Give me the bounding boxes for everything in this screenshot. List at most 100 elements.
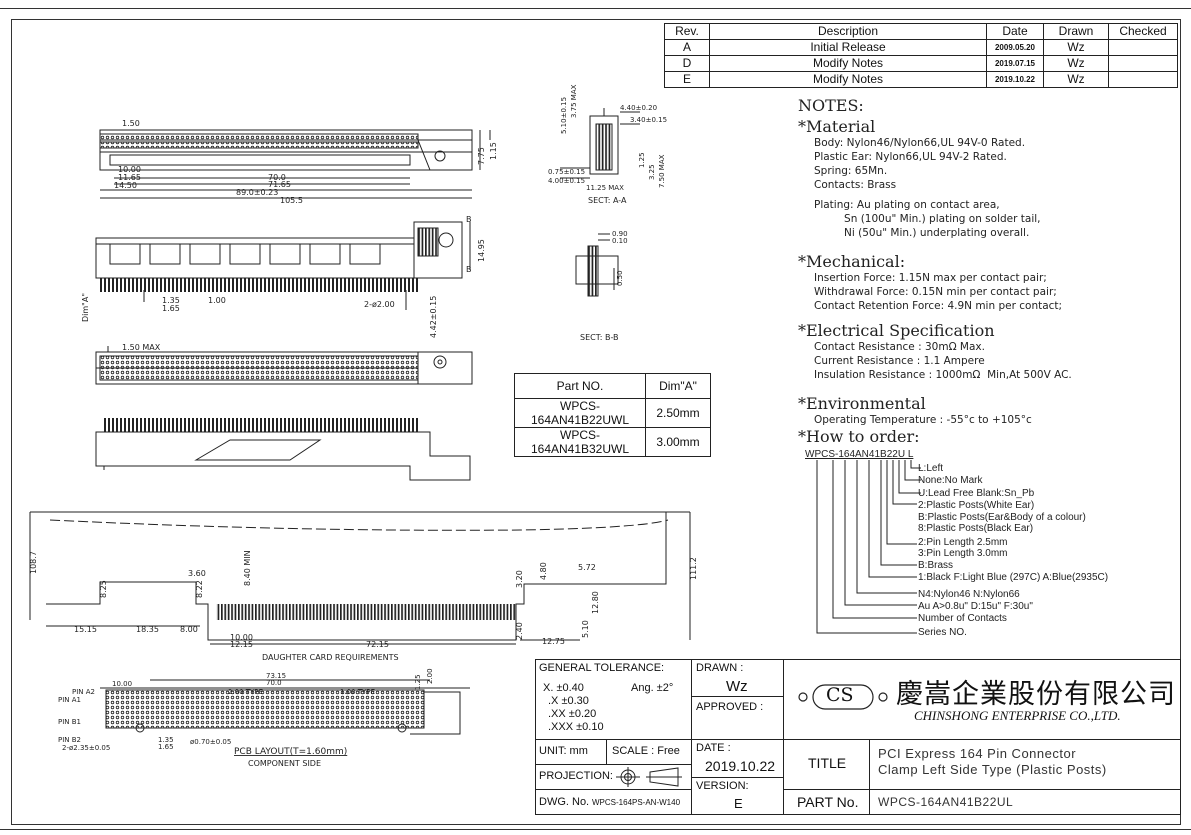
dim-label: 8.22 [195,580,204,598]
note-line: Current Resistance : 1.1 Ampere [814,355,985,367]
view-front [95,221,471,310]
title-line-1: PCI Express 164 Pin Connector [878,746,1077,761]
part-dimension-table: Part NO. Dim"A" WPCS-164AN41B22UWL 2.50m… [514,373,711,457]
order-item: U:Lead Free Blank:Sn_Pb [918,488,1035,499]
dim-label: 3.20 [515,570,524,588]
top-view-contacts-row1 [99,133,419,141]
dim-label: 4.42±0.15 [429,296,438,338]
tolerance-label: GENERAL TOLERANCE: [539,662,665,674]
dim-label: 73.15 [266,672,286,680]
order-item: N4:Nylon46 N:Nylon66 [918,589,1020,600]
dim-label: 3.25 [648,164,656,180]
dim-label: 71.65 [268,180,291,189]
note-line: Contacts: Brass [814,179,897,191]
dim-label: 4.40±0.20 [620,104,657,112]
top-view-contacts-row2 [99,141,419,149]
part-no-value-cell [869,789,1181,815]
section-bb [575,233,619,297]
checked-header: Checked [1108,23,1178,40]
description-cell: Modify Notes [709,55,987,72]
dim-cell: 2.50mm [645,398,711,428]
part-no-label: PART No. [797,794,859,810]
order-item: 3:Pin Length 3.0mm [918,548,1008,559]
dim-label: 0.90 [612,230,628,238]
dim-label: 2.00 [426,668,434,684]
drawing-caption: COMPONENT SIDE [248,759,321,768]
dim-label: B [466,215,472,224]
drawing-caption: PCB LAYOUT(T=1.60mm) [234,747,347,757]
revision-row: D Modify Notes 2019.07.15 Wz [664,55,1178,72]
dim-label: 111.2 [689,557,698,580]
dim-label: 10.00 [112,680,132,688]
mechanical-heading: *Mechanical: [798,252,906,271]
dim-cell: 3.00mm [645,427,711,457]
section-label: SECT: A-A [588,196,627,205]
revision-table: Rev. Description Date Drawn Checked A In… [664,23,1178,88]
view-plan [95,346,473,385]
dim-label: 72.15 [366,640,389,649]
dim-label: 1.35 [158,736,174,744]
unit-label: UNIT: mm [539,745,588,757]
dim-label: 1.00 [208,296,226,305]
projection-symbol-icon [616,767,682,787]
tolerance-xx: .X ±0.30 [548,695,589,707]
dim-label: 3.60 [188,569,206,578]
bottom-border-line [0,829,1191,830]
part-no-cell: WPCS-164AN41B32UWL [514,427,646,457]
dim-label: 8.40 MIN [243,550,252,586]
company-name-chinese: 慶嵩企業股份有限公司 [896,679,1176,710]
drawing-caption: DAUGHTER CARD REQUIREMENTS [262,653,399,662]
note-line: Operating Temperature : -55°c to +105°c [814,414,1032,426]
notes-panel: NOTES: *Material Body: Nylon46/Nylon66,U… [798,96,1178,446]
note-line: Contact Resistance : 30mΩ Max. [814,341,985,353]
dim-label: 4.80 [539,562,548,580]
dim-label: 7.75 [477,147,486,165]
revision-row: E Modify Notes 2019.10.22 Wz [664,71,1178,88]
version-label: VERSION: [696,780,749,792]
note-line: Ni (50u" Min.) underplating overall. [814,227,1030,239]
note-line: Insertion Force: 1.15N max per contact p… [814,272,1047,284]
projection-label: PROJECTION: [539,770,613,782]
order-heading: *How to order: [798,427,920,446]
material-heading: *Material [798,117,876,136]
version-value: E [734,796,743,811]
notes-title: NOTES: [798,96,864,115]
dim-label: 2-ø2.35±0.05 [62,744,110,752]
order-code: WPCS-164AN41B22U L [805,449,914,460]
order-item: B:Plastic Posts(Ear&Body of a colour) [918,512,1086,523]
daughter-card-view [29,511,691,645]
order-item: Au A>0.8u" D:15u" F:30u" [918,601,1033,612]
order-item: B:Brass [918,560,954,571]
pin-label: PIN A1 [58,696,81,704]
dim-label: 8.25 [99,580,108,598]
checked-cell [1108,55,1178,72]
pin-label: PIN A2 [72,688,95,696]
date-cell: 2019.10.22 [986,71,1044,88]
order-item: 2:Pin Length 2.5mm [918,537,1008,548]
title-line-2: Clamp Left Side Type (Plastic Posts) [878,762,1107,777]
dim-label: ø0.70±0.05 [190,738,231,746]
company-name-english: CHINSHONG ENTERPRISE CO.,LTD. [914,708,1121,723]
dim-label: 0.10 [612,237,628,245]
dim-label: 10.00 [118,165,141,174]
dim-label: 89.0±0.23 [236,188,278,197]
dim-label: 4.00±0.15 [548,177,585,185]
dim-label: 14.50 [114,181,137,190]
description-header: Description [709,23,987,40]
dim-label: 11.25 MAX [586,184,624,192]
dim-label: 70.0 [268,173,286,182]
dim-label: 0.75±0.15 [548,168,585,176]
dim-label: 1.65 [162,304,180,313]
part-row: WPCS-164AN41B22UWL 2.50mm [514,398,711,428]
date-value: 2019.10.22 [705,758,776,774]
note-line: Sn (100u" Min.) plating on solder tail, [814,213,1041,225]
dim-label: 1.65 [158,743,174,751]
note-line: Insulation Resistance : 1000mΩ Min,At 50… [814,369,1072,381]
section-label: SECT: B-B [580,333,619,342]
tolerance-xxx: .XX ±0.20 [548,708,597,720]
note-line: Contact Retention Force: 4.9N min per co… [814,300,1063,312]
dwg-no-value: WPCS-164PS-AN-W140 [592,798,681,807]
tolerance-xxxx: .XXX ±0.10 [548,721,604,733]
date-cell: 2019.07.15 [986,55,1044,72]
dim-header: Dim"A" [645,373,711,399]
